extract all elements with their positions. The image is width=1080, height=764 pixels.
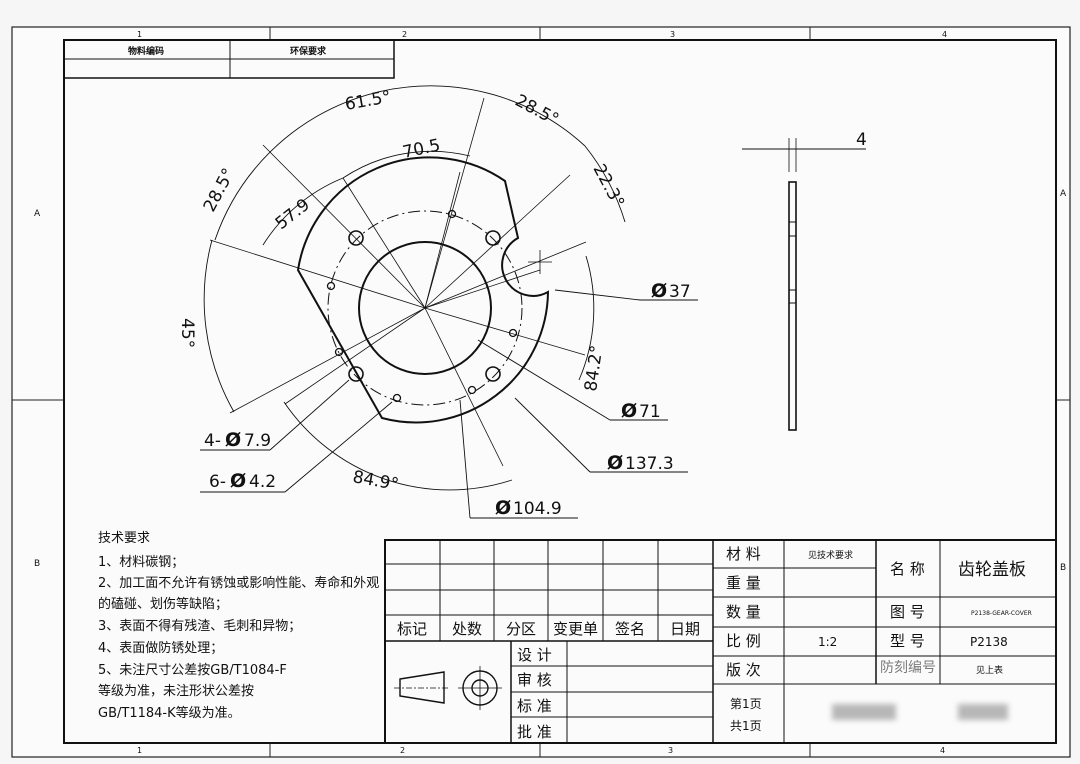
- notes-line: 2、加工面不允许有锈蚀或影响性能、寿命和外观: [98, 575, 379, 591]
- angle-arc-57-9: [262, 177, 344, 246]
- zone-col-bottom-3: 3: [668, 746, 673, 755]
- part-side-view: [742, 138, 866, 431]
- zone-ticks: [12, 27, 1070, 757]
- hole-4-2: [326, 281, 336, 291]
- angle-arc-bottom: [283, 401, 513, 491]
- dim-phi37: 37: [669, 282, 691, 302]
- drawing-no-value: P2138-GEAR-COVER: [971, 610, 1032, 617]
- phi-symbol: Ø: [495, 497, 511, 519]
- phi-symbol: Ø: [621, 400, 637, 422]
- scale-value: 1:2: [818, 635, 837, 649]
- notes-title: 技术要求: [98, 531, 150, 546]
- rev-header-zone: 分区: [506, 620, 536, 638]
- projection-symbol: [394, 666, 502, 710]
- partial-label: 防刻编号: [880, 660, 936, 676]
- material-label: 材 料: [726, 545, 761, 563]
- dim-6-holes-count: 6-: [209, 472, 226, 492]
- zone-col-top-3: 3: [670, 30, 675, 39]
- env-requirement-header: 环保要求: [290, 45, 327, 57]
- part-front-view: [200, 85, 698, 519]
- angle-arc-right-lower: [578, 255, 595, 381]
- phi-symbol: Ø: [607, 452, 623, 474]
- dim-phi71: 71: [639, 402, 661, 422]
- hole-7-9: [348, 230, 364, 246]
- version-label: 版 次: [726, 661, 761, 679]
- dim-phi104-9: 104.9: [513, 499, 562, 519]
- part-name: 齿轮盖板: [958, 560, 1026, 580]
- rev-header-mark: 标记: [397, 620, 427, 638]
- page-total: 共1页: [730, 719, 762, 733]
- qty-label: 数 量: [726, 603, 761, 621]
- model-label: 型 号: [890, 632, 925, 650]
- dim-4-holes-size: 7.9: [244, 431, 271, 451]
- hole-4-2: [467, 385, 477, 395]
- zone-col-top-2: 2: [402, 30, 407, 39]
- phi-symbol: Ø: [230, 470, 246, 492]
- title-block: [384, 539, 1057, 744]
- phi-symbol: Ø: [225, 429, 241, 451]
- zone-row-right-B: B: [1060, 563, 1066, 573]
- hole-7-9: [485, 366, 501, 382]
- zone-col-top-1: 1: [137, 30, 142, 39]
- name-label: 名 称: [890, 560, 925, 578]
- material-value: 见技术要求: [808, 549, 853, 561]
- zone-row-left-A: A: [34, 209, 41, 219]
- angle-arc-left-lower: [203, 239, 235, 413]
- hole-7-9: [485, 230, 501, 246]
- rev-header-sign: 签名: [615, 620, 645, 638]
- model-value: P2138: [970, 635, 1008, 649]
- angle-arc-70-5: [342, 150, 471, 179]
- notes-line: GB/T1184-K等级为准。: [98, 705, 241, 721]
- angle-arc-right: [584, 145, 626, 223]
- notes-line: 的磕碰、划伤等缺陷；: [98, 596, 228, 612]
- role-review: 审 核: [517, 671, 552, 689]
- notes-line: 3、表面不得有残渣、毛刺和异物；: [98, 618, 301, 634]
- zone-col-bottom-4: 4: [940, 746, 945, 755]
- dim-6-holes-size: 4.2: [249, 472, 276, 492]
- dim-thickness: 4: [856, 130, 867, 150]
- zone-col-bottom-1: 1: [137, 746, 142, 755]
- zone-col-bottom-2: 2: [400, 746, 405, 755]
- material-code-header: 物料编码: [128, 45, 164, 57]
- rev-header-change: 变更单: [553, 620, 598, 638]
- dim-phi137-3: 137.3: [625, 454, 674, 474]
- role-design: 设 计: [517, 646, 552, 664]
- redacted-mark: [832, 704, 896, 720]
- angle-arc-outer: [214, 85, 586, 241]
- outer-border: [11, 26, 1071, 758]
- zone-row-left-B: B: [34, 559, 40, 569]
- partial-value: 见上表: [976, 664, 1003, 676]
- dim-45: 45°: [177, 318, 197, 348]
- role-standard: 标 准: [517, 697, 552, 715]
- bolt-circle: [327, 210, 523, 406]
- rev-header-count: 处数: [452, 620, 482, 638]
- part-outline: [296, 156, 550, 424]
- notes-line: 等级为准，未注形状公差按: [98, 683, 254, 699]
- dim-4-holes-count: 4-: [204, 431, 221, 451]
- drawing-no-label: 图 号: [890, 603, 925, 621]
- zone-row-right-A: A: [1060, 189, 1067, 199]
- phi-symbol: Ø: [651, 280, 667, 302]
- page-number: 第1页: [730, 697, 762, 711]
- notes-line: 4、表面做防锈处理；: [98, 640, 223, 656]
- redacted-mark: [958, 704, 1008, 720]
- role-approve: 批 准: [517, 723, 552, 741]
- center-bore: [358, 241, 492, 375]
- hole-7-9: [348, 366, 364, 382]
- rev-header-date: 日期: [670, 620, 700, 638]
- technical-requirements: 技术要求 1、材料碳钢； 2、加工面不允许有锈蚀或影响性能、寿命和外观 的磕碰、…: [98, 531, 379, 721]
- material-code-table: [63, 39, 395, 79]
- notes-line: 1、材料碳钢；: [98, 555, 184, 570]
- notes-line: 5、未注尺寸公差按GB/T1084-F: [98, 663, 287, 678]
- scale-label: 比 例: [726, 632, 761, 650]
- zone-col-top-4: 4: [942, 30, 947, 39]
- hole-4-2: [392, 393, 402, 403]
- weight-label: 重 量: [726, 574, 761, 592]
